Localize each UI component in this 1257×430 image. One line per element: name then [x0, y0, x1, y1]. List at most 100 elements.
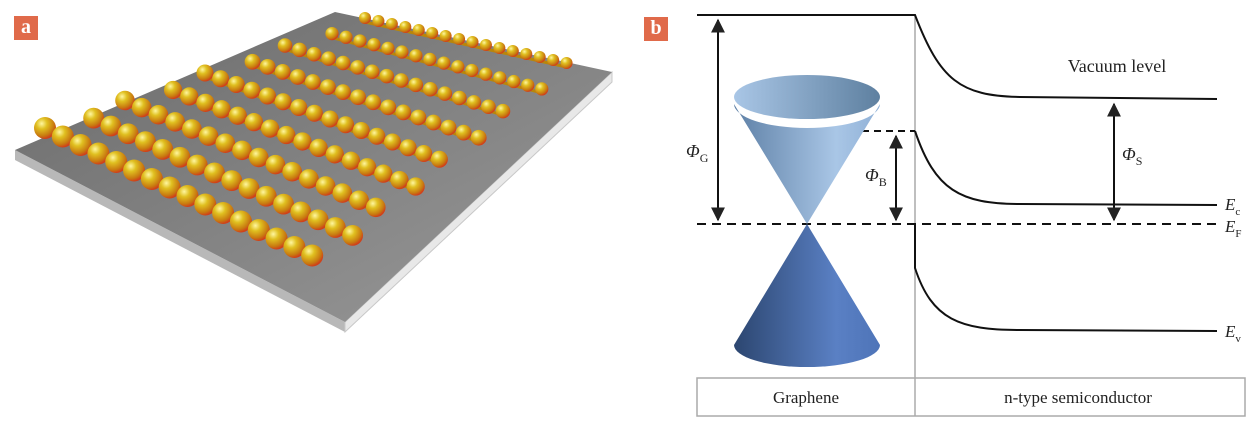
- carbon-atom: [244, 53, 261, 70]
- carbon-atom: [372, 15, 385, 27]
- carbon-atom: [212, 202, 235, 224]
- carbon-atom: [283, 236, 306, 258]
- carbon-atom: [481, 99, 496, 115]
- carbon-atom: [309, 138, 328, 158]
- carbon-atom: [265, 154, 286, 175]
- graphene-label: Graphene: [773, 388, 839, 407]
- carbon-atom: [368, 127, 386, 145]
- carbon-atom: [430, 150, 448, 168]
- carbon-atom: [315, 176, 336, 196]
- carbon-atom: [479, 67, 493, 81]
- carbon-atom: [204, 162, 225, 184]
- carbon-atom: [212, 100, 231, 119]
- carbon-atom: [321, 110, 339, 128]
- carbon-atom: [425, 114, 442, 131]
- carbon-atom: [335, 84, 351, 101]
- carbon-atom: [259, 58, 276, 75]
- carbon-atom: [437, 56, 451, 70]
- carbon-atom: [290, 99, 308, 116]
- carbon-atom: [455, 124, 472, 141]
- carbon-atom: [560, 57, 573, 69]
- carbon-atom: [493, 71, 507, 85]
- conduction-band: [914, 130, 1218, 206]
- carbon-atom: [292, 42, 307, 58]
- carbon-atom: [437, 86, 453, 101]
- carbon-atom: [353, 34, 367, 48]
- carbon-atom: [380, 99, 397, 116]
- carbon-atom: [293, 132, 312, 151]
- carbon-atom: [365, 94, 382, 111]
- carbon-atom: [148, 104, 169, 125]
- carbon-atom: [169, 146, 191, 168]
- carbon-atom: [100, 115, 122, 137]
- carbon-atom: [131, 97, 152, 118]
- carbon-atom: [198, 126, 219, 146]
- ef-label: EF: [1224, 217, 1242, 240]
- ev-label: Ev: [1224, 322, 1241, 345]
- carbon-atom: [282, 161, 302, 182]
- carbon-atom: [290, 201, 312, 223]
- carbon-atom: [244, 113, 264, 132]
- graphene-lattice: [34, 12, 573, 267]
- carbon-atom: [423, 52, 437, 67]
- carbon-atom: [350, 89, 366, 106]
- carbon-atom: [215, 133, 236, 154]
- dirac-cone: [734, 75, 880, 367]
- carbon-atom: [265, 227, 288, 250]
- carbon-atom: [339, 30, 353, 44]
- lower-cone: [734, 224, 880, 367]
- phi-s-label: ΦS: [1122, 144, 1142, 168]
- carbon-atom: [410, 109, 427, 126]
- carbon-atom: [194, 193, 217, 216]
- carbon-atom: [364, 64, 380, 80]
- band-diagram: [697, 14, 1218, 378]
- ec-label: Ec: [1224, 195, 1240, 218]
- carbon-atom: [399, 21, 412, 33]
- carbon-atom: [289, 69, 306, 85]
- carbon-atom: [165, 112, 185, 132]
- carbon-atom: [232, 140, 252, 161]
- carbon-atom: [384, 133, 401, 151]
- carbon-atom: [365, 197, 386, 218]
- carbon-atom: [320, 79, 336, 95]
- carbon-atom: [440, 119, 457, 136]
- carbon-atom: [325, 145, 344, 164]
- phi-b-label: ΦB: [865, 165, 887, 189]
- carbon-atom: [521, 78, 535, 92]
- carbon-atom: [493, 42, 506, 54]
- carbon-atom: [51, 125, 74, 148]
- carbon-atom: [83, 107, 105, 129]
- carbon-atom: [277, 38, 293, 53]
- carbon-atom: [212, 70, 230, 88]
- carbon-atom: [255, 185, 277, 207]
- carbon-atom: [547, 54, 560, 66]
- carbon-atom: [196, 64, 214, 82]
- carbon-atom: [367, 38, 381, 52]
- carbon-atom: [451, 60, 465, 74]
- carbon-atom: [439, 30, 452, 42]
- carbon-atom: [342, 224, 364, 246]
- carbon-atom: [176, 185, 199, 207]
- carbon-atom: [426, 27, 439, 39]
- carbon-atom: [535, 82, 549, 96]
- carbon-atom: [359, 12, 371, 24]
- carbon-atom: [406, 177, 425, 196]
- vacuum-level-line: [697, 14, 1218, 100]
- carbon-atom: [395, 104, 412, 121]
- carbon-atom: [69, 134, 92, 156]
- carbon-atom: [423, 81, 438, 97]
- carbon-atom: [321, 51, 336, 66]
- vacuum-level-label: Vacuum level: [1068, 56, 1166, 76]
- carbon-atom: [158, 176, 181, 199]
- panel-b-label: b: [644, 17, 668, 41]
- carbon-atom: [452, 90, 467, 106]
- carbon-atom: [306, 46, 322, 62]
- carbon-atom: [299, 169, 319, 189]
- carbon-atom: [390, 170, 409, 190]
- carbon-atom: [385, 18, 398, 30]
- carbon-atom: [466, 95, 482, 110]
- carbon-atom: [152, 139, 174, 160]
- carbon-atom: [408, 77, 424, 93]
